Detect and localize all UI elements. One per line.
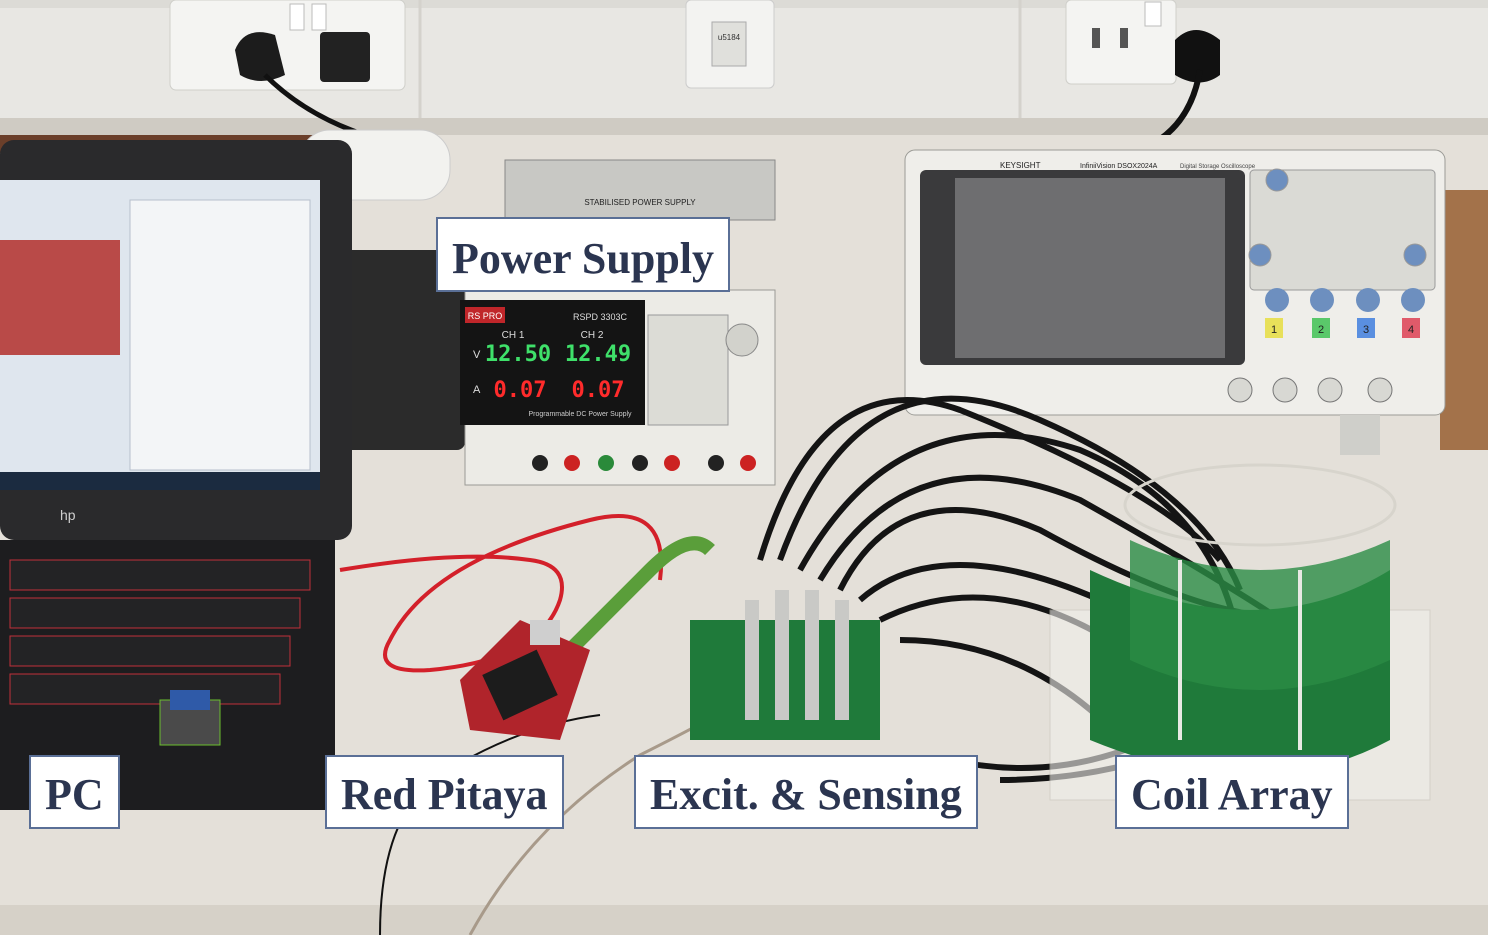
supply-knob <box>725 323 759 357</box>
plug-left <box>235 32 285 81</box>
data-port <box>711 21 747 67</box>
scope-controls <box>1248 168 1436 291</box>
coil-array <box>1049 463 1431 801</box>
scope-bnc-inputs <box>1227 377 1393 403</box>
brand-label: RS PRO <box>468 311 503 321</box>
screen-taskbar <box>0 472 320 490</box>
oscilloscope-screen <box>955 178 1225 358</box>
supply-caption: Programmable DC Power Supply <box>528 411 632 418</box>
rspro-badge <box>465 307 505 323</box>
socket-switch <box>289 3 305 31</box>
intel-sticker <box>170 690 210 710</box>
scope-channel-buttons: 1 2 3 4 <box>1265 318 1420 338</box>
scope-channel-2: 2 <box>1318 324 1324 336</box>
red-pitaya-board <box>460 620 590 740</box>
scope-brand: KEYSIGHT <box>1000 161 1041 170</box>
cardboard-box-right <box>1440 190 1488 450</box>
excitation-sensing-label: Excit. & Sensing <box>634 755 978 829</box>
keyboard-keys <box>9 559 311 705</box>
socket-switch <box>1144 1 1162 27</box>
scope-channel-knobs <box>1265 288 1425 312</box>
stabilised-supply-label: STABILISED POWER SUPPLY <box>584 198 696 207</box>
socket-holes <box>1092 28 1100 48</box>
pc-label: PC <box>29 755 120 829</box>
scope-channel-3: 3 <box>1363 324 1369 336</box>
volt-unit: V <box>473 349 481 361</box>
red-ethernet-cable <box>339 514 664 673</box>
socket-holes <box>1120 28 1128 48</box>
screen-plot <box>0 240 120 355</box>
coil-array-label: Coil Array <box>1115 755 1349 829</box>
excitation-sensing-board <box>690 590 880 740</box>
screen-panel <box>129 199 311 471</box>
scope-foot <box>1340 415 1380 455</box>
socket-switch <box>311 3 327 31</box>
bench-edge <box>0 905 1488 935</box>
scope-model: InfiniiVision DSOX2024A <box>1080 163 1158 170</box>
plug-right <box>1175 30 1220 83</box>
supply-button-panel <box>647 314 729 426</box>
plug-adapter <box>320 32 370 82</box>
power-supply-label: Power Supply <box>436 217 731 292</box>
ch1-voltage-readout: 12.50 <box>485 342 551 367</box>
red-pitaya-label: Red Pitaya <box>325 755 564 829</box>
model-label: RSPD 3303C <box>573 312 628 322</box>
black-box <box>335 250 465 450</box>
scope-channel-4: 4 <box>1408 324 1414 336</box>
scope-subtitle: Digital Storage Oscilloscope <box>1180 164 1256 170</box>
ch2-voltage-readout: 12.49 <box>565 342 631 367</box>
laptop-logo: hp <box>60 507 76 523</box>
ch1-label: CH 1 <box>502 330 525 341</box>
ch1-current-readout: 0.07 <box>494 378 547 403</box>
amp-unit: A <box>473 384 481 396</box>
supply-terminals <box>532 455 756 471</box>
stabilised-supply <box>504 159 776 221</box>
rainbow-ribbon-cable <box>565 536 715 655</box>
scope-channel-1: 1 <box>1271 324 1277 336</box>
ch2-current-readout: 0.07 <box>572 378 625 403</box>
ch2-label: CH 2 <box>581 330 604 341</box>
socket-label: u5184 <box>718 33 741 42</box>
